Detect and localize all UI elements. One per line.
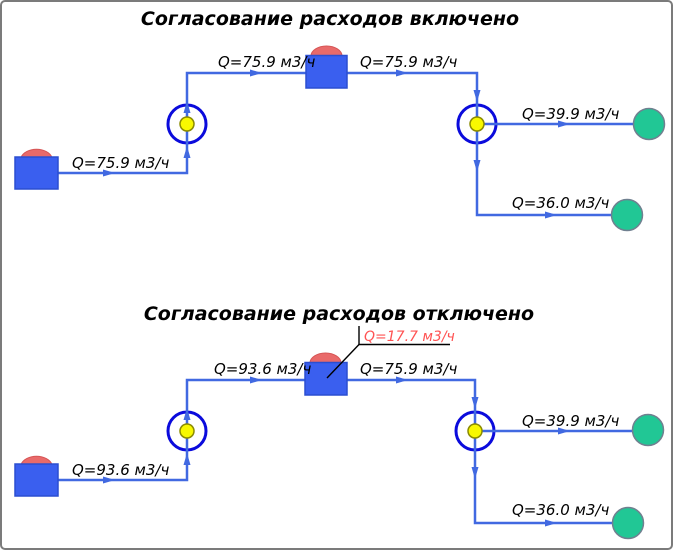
flow-label: Q=93.6 м3/ч — [72, 461, 169, 479]
flow-arrow-icon — [558, 427, 570, 435]
flow-arrow-icon — [473, 160, 481, 172]
flow-label: Q=36.0 м3/ч — [512, 194, 609, 212]
flow-arrow-icon — [558, 120, 570, 128]
flow-arrow-icon — [473, 90, 481, 102]
flow-arrow-icon — [250, 376, 262, 384]
flow-arrow-icon — [103, 169, 115, 177]
diagram-flow-coordination-disabled: Согласование расходов отключено — [14, 303, 665, 540]
source-tank-icon[interactable] — [14, 455, 59, 497]
junction-node-center-icon — [469, 116, 485, 132]
flow-arrow-icon — [471, 467, 479, 479]
flow-arrow-icon — [545, 519, 557, 527]
flow-arrow-icon — [396, 69, 408, 77]
consumer-node-icon[interactable] — [631, 413, 665, 447]
diagram-flow-coordination-enabled: Согласование расходов включено — [14, 8, 666, 232]
flow-label: Q=75.9 м3/ч — [360, 360, 457, 378]
junction-node-center-icon — [467, 423, 483, 439]
flow-arrow-icon — [396, 376, 408, 384]
junction-node-center-icon — [179, 423, 195, 439]
junction-node-center-icon — [179, 116, 195, 132]
tank-consumption-annotation: Q=17.7 м3/ч — [326, 326, 455, 379]
source-tank-icon[interactable] — [14, 148, 59, 190]
flow-arrow-icon — [183, 453, 191, 465]
flow-arrow-icon — [250, 69, 262, 77]
consumer-node-icon[interactable] — [632, 107, 666, 141]
consumer-node-icon[interactable] — [611, 506, 645, 540]
flow-label: Q=39.9 м3/ч — [522, 412, 619, 430]
diagram-title: Согласование расходов отключено — [144, 303, 534, 325]
flow-label: Q=36.0 м3/ч — [512, 501, 609, 519]
flow-label: Q=93.6 м3/ч — [214, 360, 311, 378]
flow-arrow-icon — [183, 146, 191, 158]
annotation-leader-line — [326, 344, 360, 379]
diagram-title: Согласование расходов включено — [141, 8, 519, 30]
consumer-node-icon[interactable] — [610, 198, 644, 232]
consumer-tank-icon[interactable] — [305, 45, 348, 89]
flow-label: Q=75.9 м3/ч — [360, 53, 457, 71]
flow-label: Q=75.9 м3/ч — [72, 154, 169, 172]
flow-arrow-icon — [183, 101, 191, 113]
flow-arrow-icon — [103, 476, 115, 484]
flow-arrow-icon — [545, 211, 557, 219]
flow-label: Q=75.9 м3/ч — [218, 53, 315, 71]
consumer-tank-icon[interactable] — [304, 352, 348, 396]
flow-annotation-label: Q=17.7 м3/ч — [364, 329, 455, 345]
flow-label: Q=39.9 м3/ч — [522, 105, 619, 123]
flow-arrow-icon — [471, 397, 479, 409]
flow-arrow-icon — [183, 408, 191, 420]
